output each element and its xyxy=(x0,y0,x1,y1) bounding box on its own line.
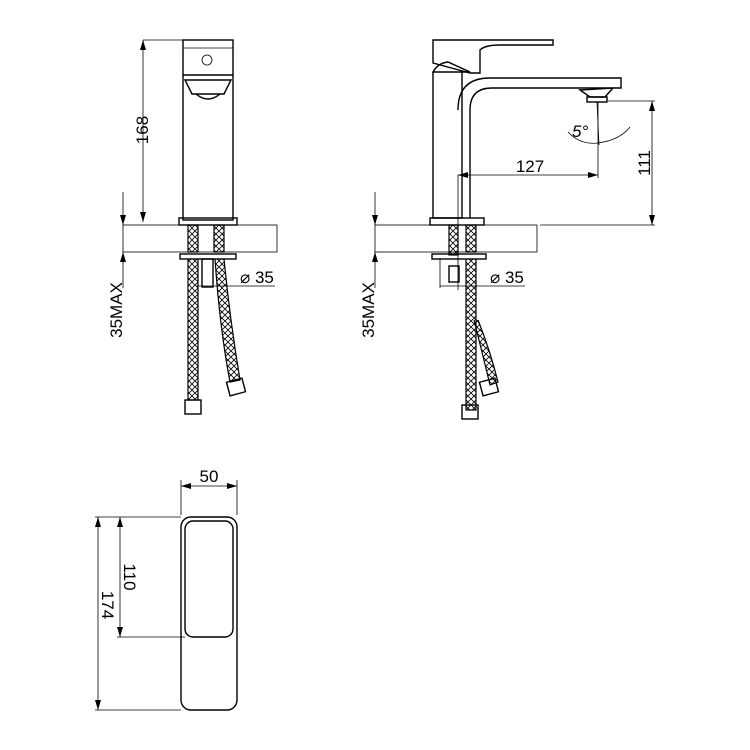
hose-left xyxy=(465,259,477,411)
side-view: 111 127 5° 35MAX ⌀ 35 xyxy=(359,39,655,420)
spout-height-label: 111 xyxy=(635,150,654,176)
length-dimension-label: 174 xyxy=(98,591,117,619)
countertop-section xyxy=(122,224,278,253)
top-view: 50 110 174 xyxy=(95,467,238,711)
front-view: 168 35MAX ⌀ 35 xyxy=(107,39,278,415)
hole-diameter-label: ⌀ 35 xyxy=(490,268,524,287)
hole-diameter-label: ⌀ 35 xyxy=(240,268,274,287)
handle-length-label: 110 xyxy=(120,563,139,590)
handle-indicator-icon xyxy=(201,54,213,66)
aerator xyxy=(195,93,221,100)
faucet-body-plan xyxy=(180,516,238,711)
handle-plan xyxy=(184,520,234,638)
spout-angle-label: 5° xyxy=(572,122,588,141)
hose-right xyxy=(214,258,241,383)
width-dimension-label: 50 xyxy=(200,467,219,486)
lever-handle xyxy=(432,39,554,74)
reach-dimension-label: 127 xyxy=(516,157,544,176)
mount-thickness-label: 35MAX xyxy=(107,282,126,338)
faucet-body xyxy=(182,39,234,221)
height-dimension-label: 168 xyxy=(133,116,152,144)
spout xyxy=(457,77,622,218)
angle-arc xyxy=(567,126,631,144)
mount-thickness-label: 35MAX xyxy=(359,282,378,338)
hose-left xyxy=(187,259,199,401)
hose-right xyxy=(473,319,499,386)
